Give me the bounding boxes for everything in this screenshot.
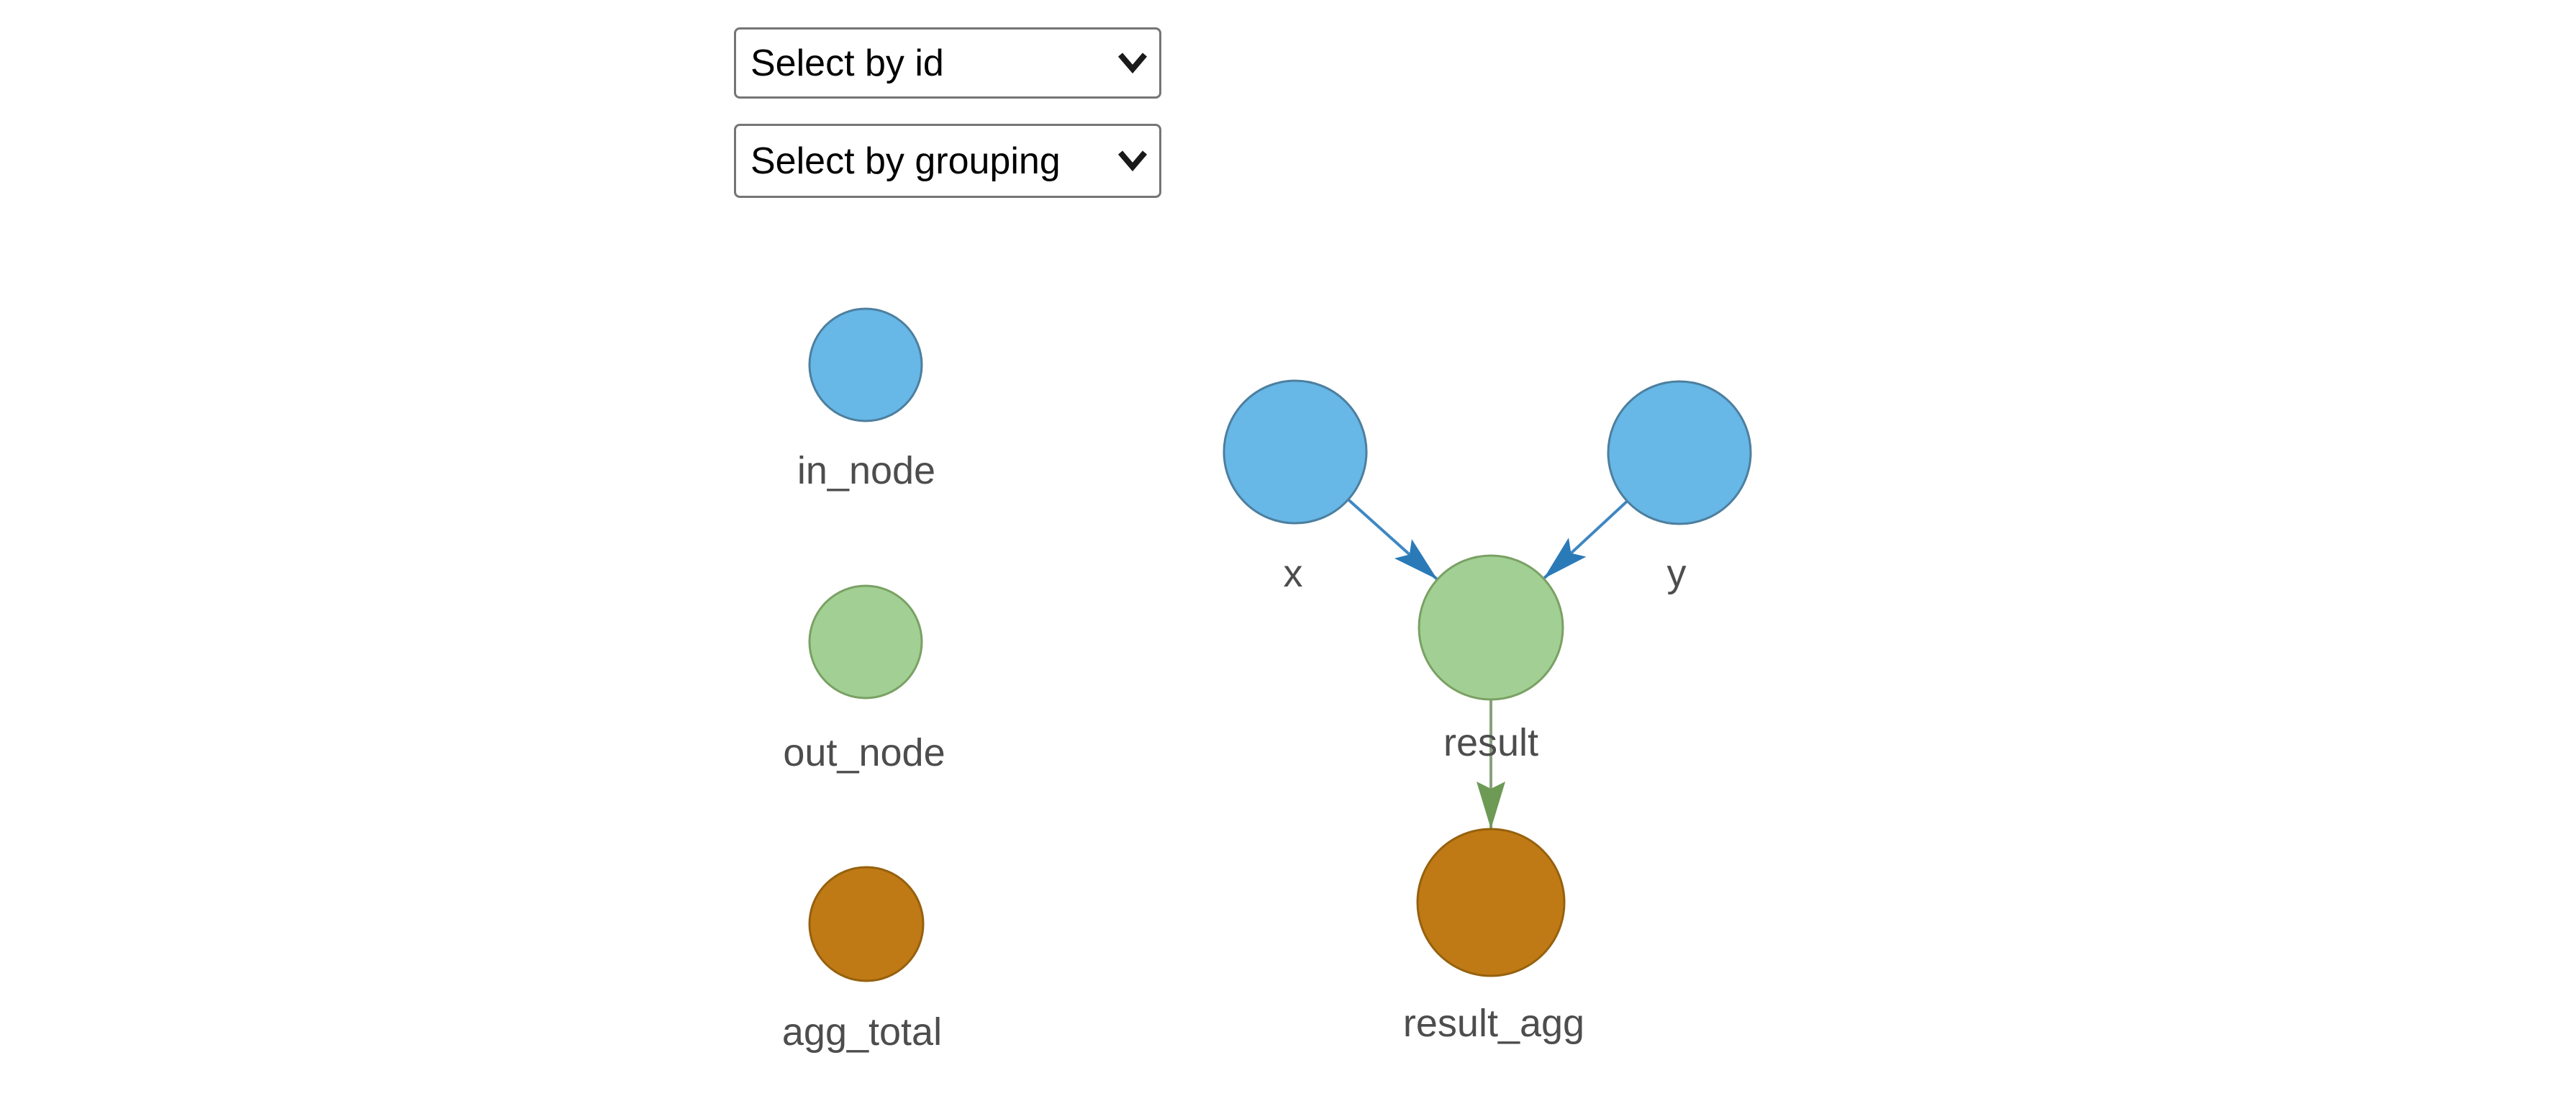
node-result-agg[interactable]	[1416, 828, 1566, 977]
node-label-result-agg: result_agg	[1403, 1002, 1584, 1045]
legend-swatch-out-node	[808, 584, 923, 700]
legend-swatch-in-node	[808, 307, 923, 422]
legend-label-agg-total: agg_total	[782, 1010, 942, 1054]
legend-swatch-agg-total	[808, 866, 925, 982]
node-label-x: x	[1284, 552, 1303, 595]
node-y[interactable]	[1607, 380, 1752, 525]
edge-x-to-result	[1347, 498, 1438, 581]
node-label-y: y	[1667, 552, 1687, 595]
edge-y-to-result	[1542, 499, 1628, 580]
legend-label-in-node: in_node	[797, 449, 935, 492]
node-result[interactable]	[1418, 554, 1564, 701]
legend-label-out-node: out_node	[783, 731, 945, 774]
select-by-id-dropdown[interactable]: Select by id	[734, 27, 1161, 99]
select-by-grouping-dropdown[interactable]: Select by grouping	[734, 124, 1161, 198]
node-x[interactable]	[1223, 379, 1368, 525]
node-label-result: result	[1443, 721, 1538, 764]
